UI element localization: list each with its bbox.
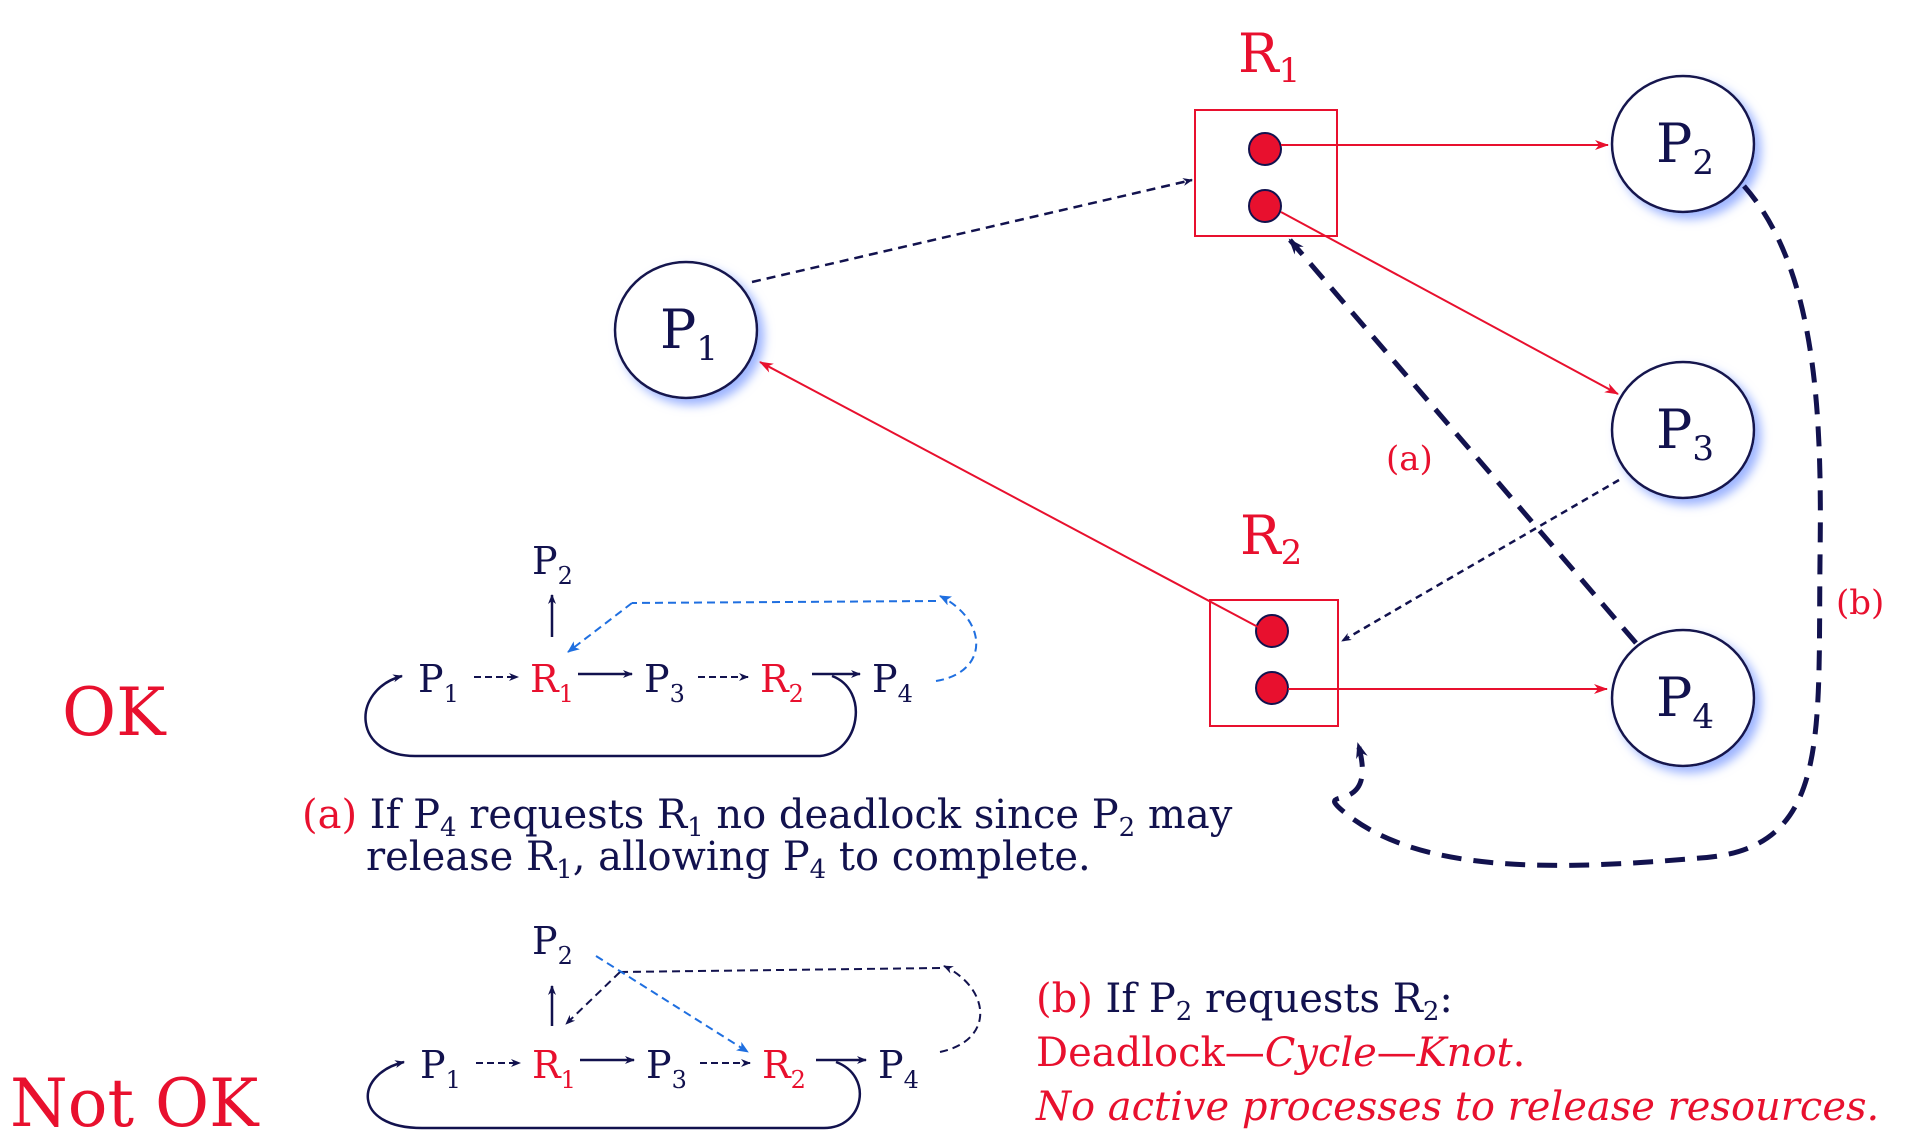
svg-text:R1: R1 <box>532 1043 576 1094</box>
ok-caption-line2: release R1, allowing P4 to complete. <box>366 834 1091 885</box>
r1-instance-1 <box>1248 132 1282 166</box>
svg-text:P1: P1 <box>418 657 459 708</box>
edge-r1-assigned-p3 <box>1280 211 1619 395</box>
svg-text:P4: P4 <box>872 657 913 708</box>
edge-p1-requests-r1 <box>751 178 1193 284</box>
main-graph: R1 R2 P1 P2 P3 P4 <box>613 22 1884 868</box>
process-p3: P3 <box>1610 360 1756 500</box>
svg-text:P4: P4 <box>878 1043 919 1094</box>
not-ok-caption-line3: No active processes to release resources… <box>1035 1084 1879 1130</box>
r2-instance-1 <box>1255 614 1289 648</box>
svg-text:P3: P3 <box>644 657 685 708</box>
svg-text:R2: R2 <box>760 657 804 708</box>
not-ok-section: Not OK P2 P1 R1 P3 R2 P4 (b) If P2 reque… <box>10 919 1879 1133</box>
edge-label-a: (a) <box>1386 439 1433 479</box>
svg-text:P3: P3 <box>1656 398 1714 469</box>
svg-text:P2: P2 <box>532 919 573 970</box>
svg-text:P1: P1 <box>420 1043 461 1094</box>
not-ok-label: Not OK <box>10 1065 260 1133</box>
r1-instance-2 <box>1248 189 1282 223</box>
edge-b-p2-requests-r2 <box>1332 184 1823 868</box>
edge-a-p4-requests-r1 <box>1288 238 1638 645</box>
r2-instance-2 <box>1255 671 1289 705</box>
not-ok-caption-line1: (b) If P2 requests R2: <box>1036 976 1453 1027</box>
ok-label: OK <box>62 674 167 751</box>
svg-text:R1: R1 <box>530 657 574 708</box>
svg-text:P2: P2 <box>1656 112 1714 183</box>
process-p1: P1 <box>613 260 759 400</box>
svg-text:P3: P3 <box>646 1043 687 1094</box>
svg-text:P2: P2 <box>532 539 573 590</box>
svg-text:R2: R2 <box>762 1043 806 1094</box>
r2-label: R2 <box>1240 504 1302 573</box>
ok-caption-line1: (a) If P4 requests R1 no deadlock since … <box>302 792 1233 843</box>
not-ok-caption-line2: Deadlock—Cycle—Knot. <box>1036 1030 1525 1076</box>
resource-r1: R1 <box>1194 22 1338 237</box>
r1-label: R1 <box>1238 22 1300 91</box>
edge-p3-requests-r2 <box>1341 478 1620 643</box>
svg-text:P4: P4 <box>1656 666 1714 737</box>
process-p4: P4 <box>1610 628 1756 768</box>
edge-r2-assigned-p1 <box>759 361 1259 628</box>
edge-label-b: (b) <box>1836 583 1884 623</box>
svg-text:P1: P1 <box>660 298 718 369</box>
resource-r2: R2 <box>1209 504 1339 727</box>
ok-section: OK P2 P1 R1 P3 R2 P4 (a) If P4 requests … <box>62 539 1233 885</box>
process-p2: P2 <box>1610 74 1756 214</box>
